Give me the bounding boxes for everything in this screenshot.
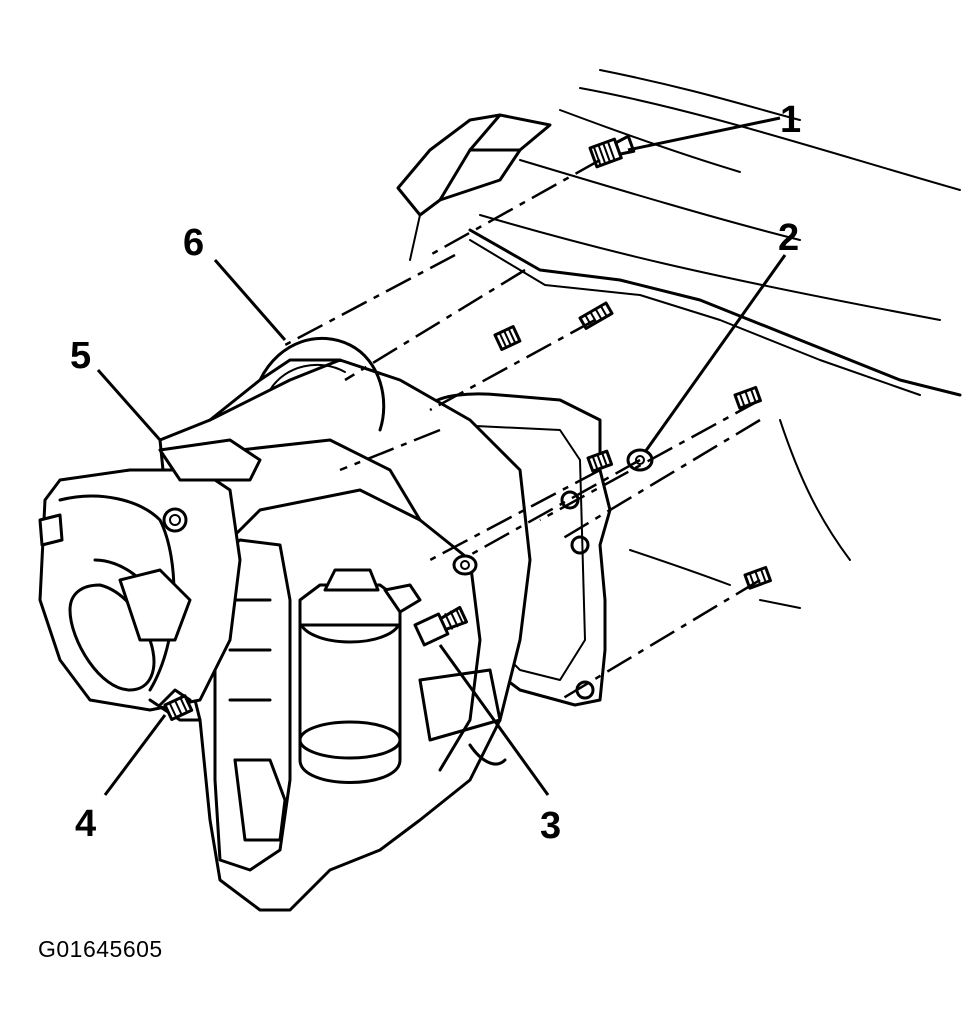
stud-4 [163,694,194,722]
firewall-body-lines [468,69,962,609]
stud-right-upper [733,385,762,410]
alignment-centerlines [284,158,761,702]
stud-top-rod [578,301,614,330]
leader-6 [213,259,287,341]
callout-3: 3 [540,805,561,847]
callout-4: 4 [75,803,96,845]
stud-right-mid [586,449,614,473]
figure-id-label: G01645605 [38,936,163,962]
bolt-3 [413,605,469,647]
blower-motor-assembly [38,438,262,722]
leader-3 [438,644,550,796]
leader-1 [627,116,781,152]
callout-5: 5 [70,335,91,377]
stud-upper-center [493,325,522,352]
callout-leaders [96,116,787,796]
leader-5 [96,369,162,441]
callout-2: 2 [778,217,799,259]
nut-center [452,554,478,576]
receiver-drier [298,568,422,784]
leader-2 [643,254,787,453]
upper-bracket [396,113,552,261]
callout-1: 1 [780,99,801,141]
callout-6: 6 [183,222,204,264]
callout-labels: 1 2 3 4 5 6 [70,99,801,847]
stud-right-lower [743,565,772,590]
leader-4 [103,714,167,796]
